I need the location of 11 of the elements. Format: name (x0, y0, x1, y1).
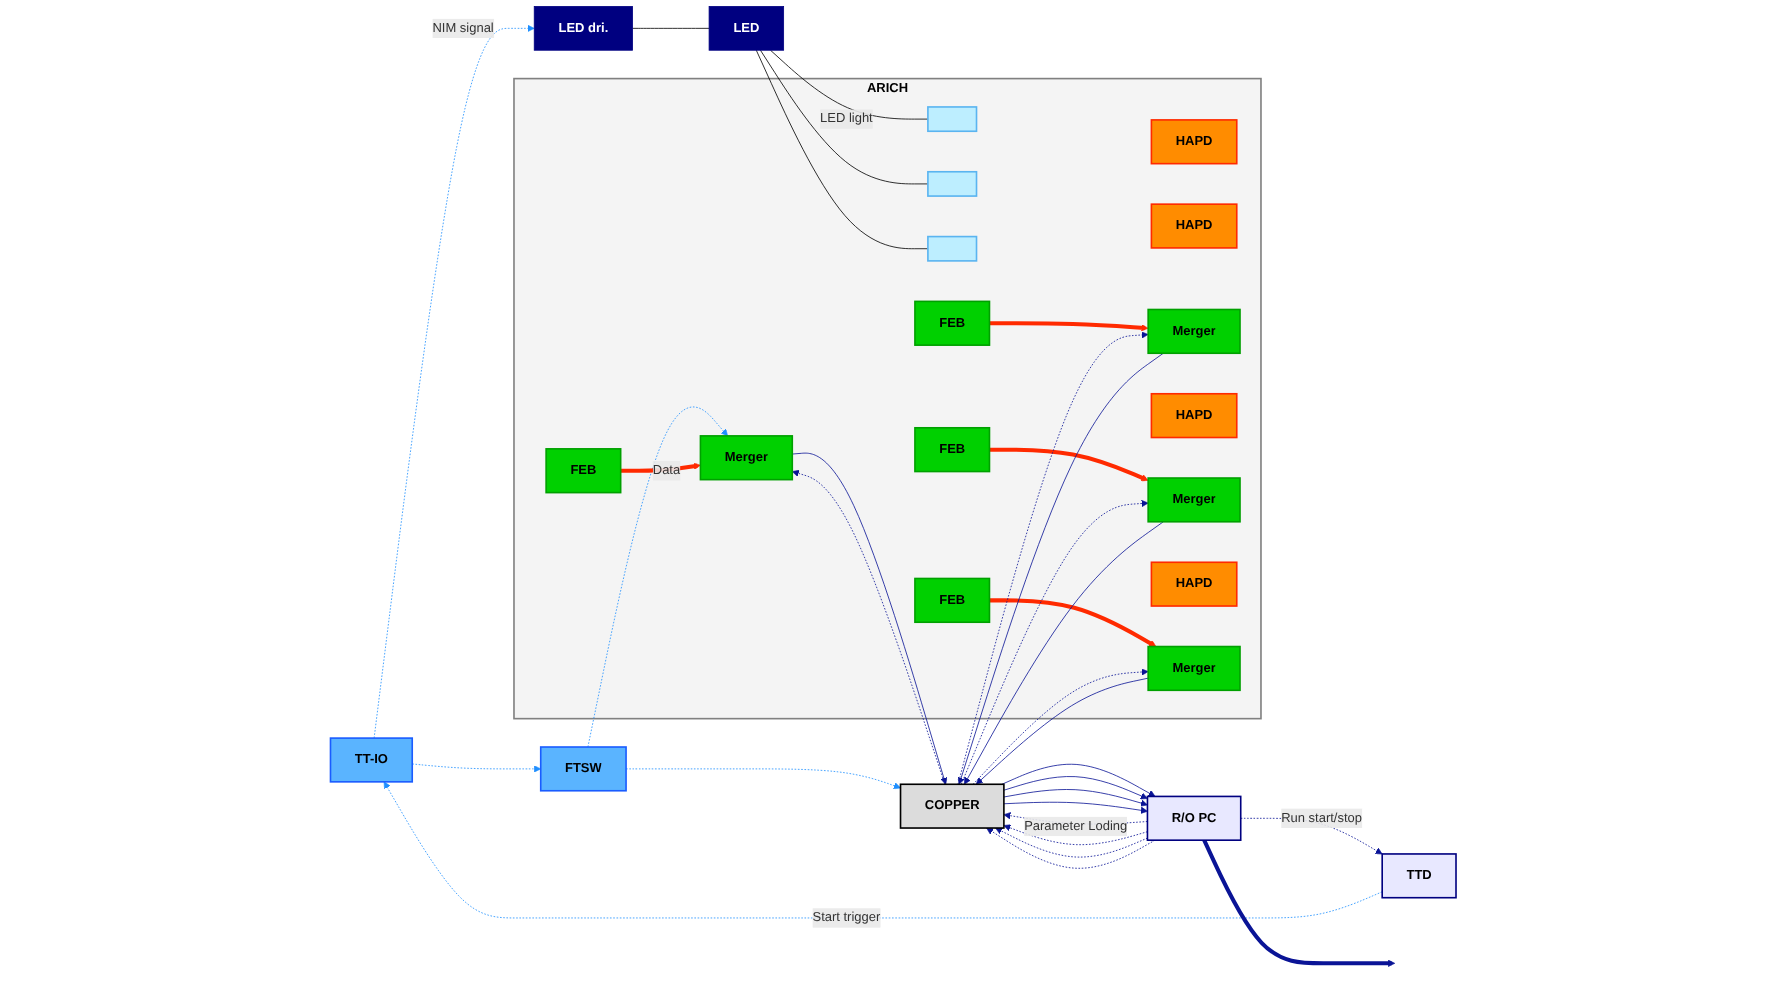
node-box (926, 170, 978, 197)
arrow (989, 321, 1149, 332)
arrow (1202, 839, 1395, 967)
node-box (926, 235, 978, 262)
arrow (989, 598, 1157, 647)
connector (755, 49, 929, 250)
connector (769, 49, 929, 120)
arrow (989, 447, 1149, 482)
connector (631, 27, 710, 29)
node-box (926, 106, 978, 133)
connector (759, 49, 929, 185)
